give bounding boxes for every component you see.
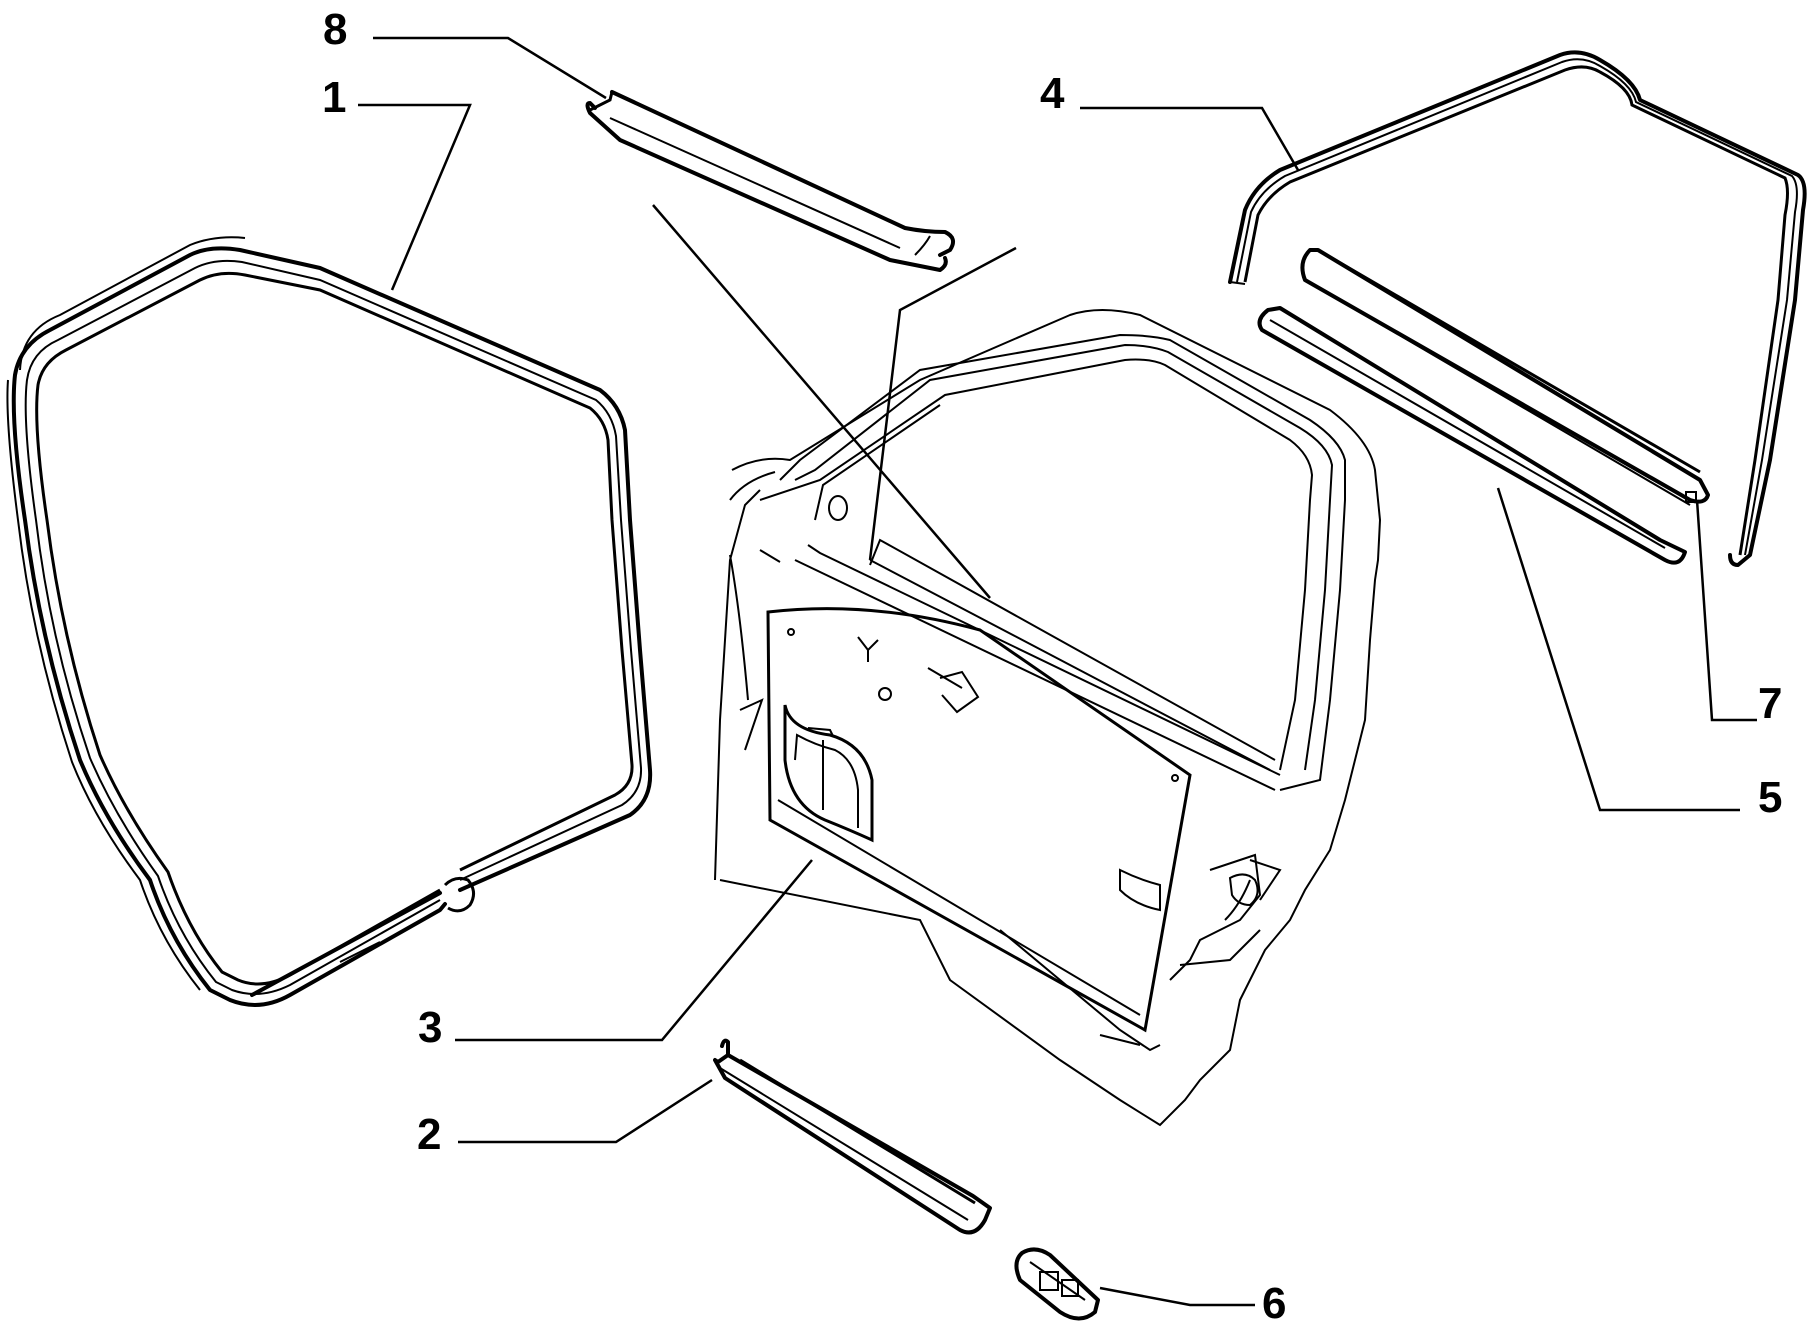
part-1-door-weatherstrip bbox=[6, 236, 653, 1007]
part-2-lower-seal bbox=[713, 1038, 992, 1235]
leader-window-a bbox=[652, 204, 991, 599]
part-5-outer-belt-seal bbox=[1257, 306, 1687, 565]
callout-7: 7 bbox=[1758, 679, 1783, 728]
callout-8: 8 bbox=[323, 5, 348, 54]
part-7-inner-belt-seal bbox=[1300, 248, 1710, 506]
leader-7 bbox=[1695, 499, 1757, 722]
part-8-trim-strip bbox=[585, 90, 956, 272]
leader-lines bbox=[358, 36, 1757, 1307]
part-6-clip bbox=[1014, 1247, 1100, 1321]
leader-window-b bbox=[868, 246, 1017, 561]
callout-3: 3 bbox=[418, 1003, 443, 1052]
callout-4: 4 bbox=[1040, 69, 1065, 118]
part-4-window-channel bbox=[1228, 50, 1807, 567]
leader-4 bbox=[1080, 106, 1300, 171]
callout-6: 6 bbox=[1262, 1279, 1287, 1328]
leader-5 bbox=[1496, 487, 1740, 812]
callout-1: 1 bbox=[322, 73, 347, 122]
leader-1 bbox=[358, 103, 472, 291]
leader-8 bbox=[373, 36, 607, 100]
leader-3 bbox=[455, 859, 813, 1042]
part-3-door-shell bbox=[714, 309, 1382, 1127]
leader-2 bbox=[458, 1078, 713, 1144]
callout-2: 2 bbox=[417, 1110, 442, 1159]
leader-6 bbox=[1099, 1286, 1255, 1307]
callout-5: 5 bbox=[1758, 773, 1783, 822]
